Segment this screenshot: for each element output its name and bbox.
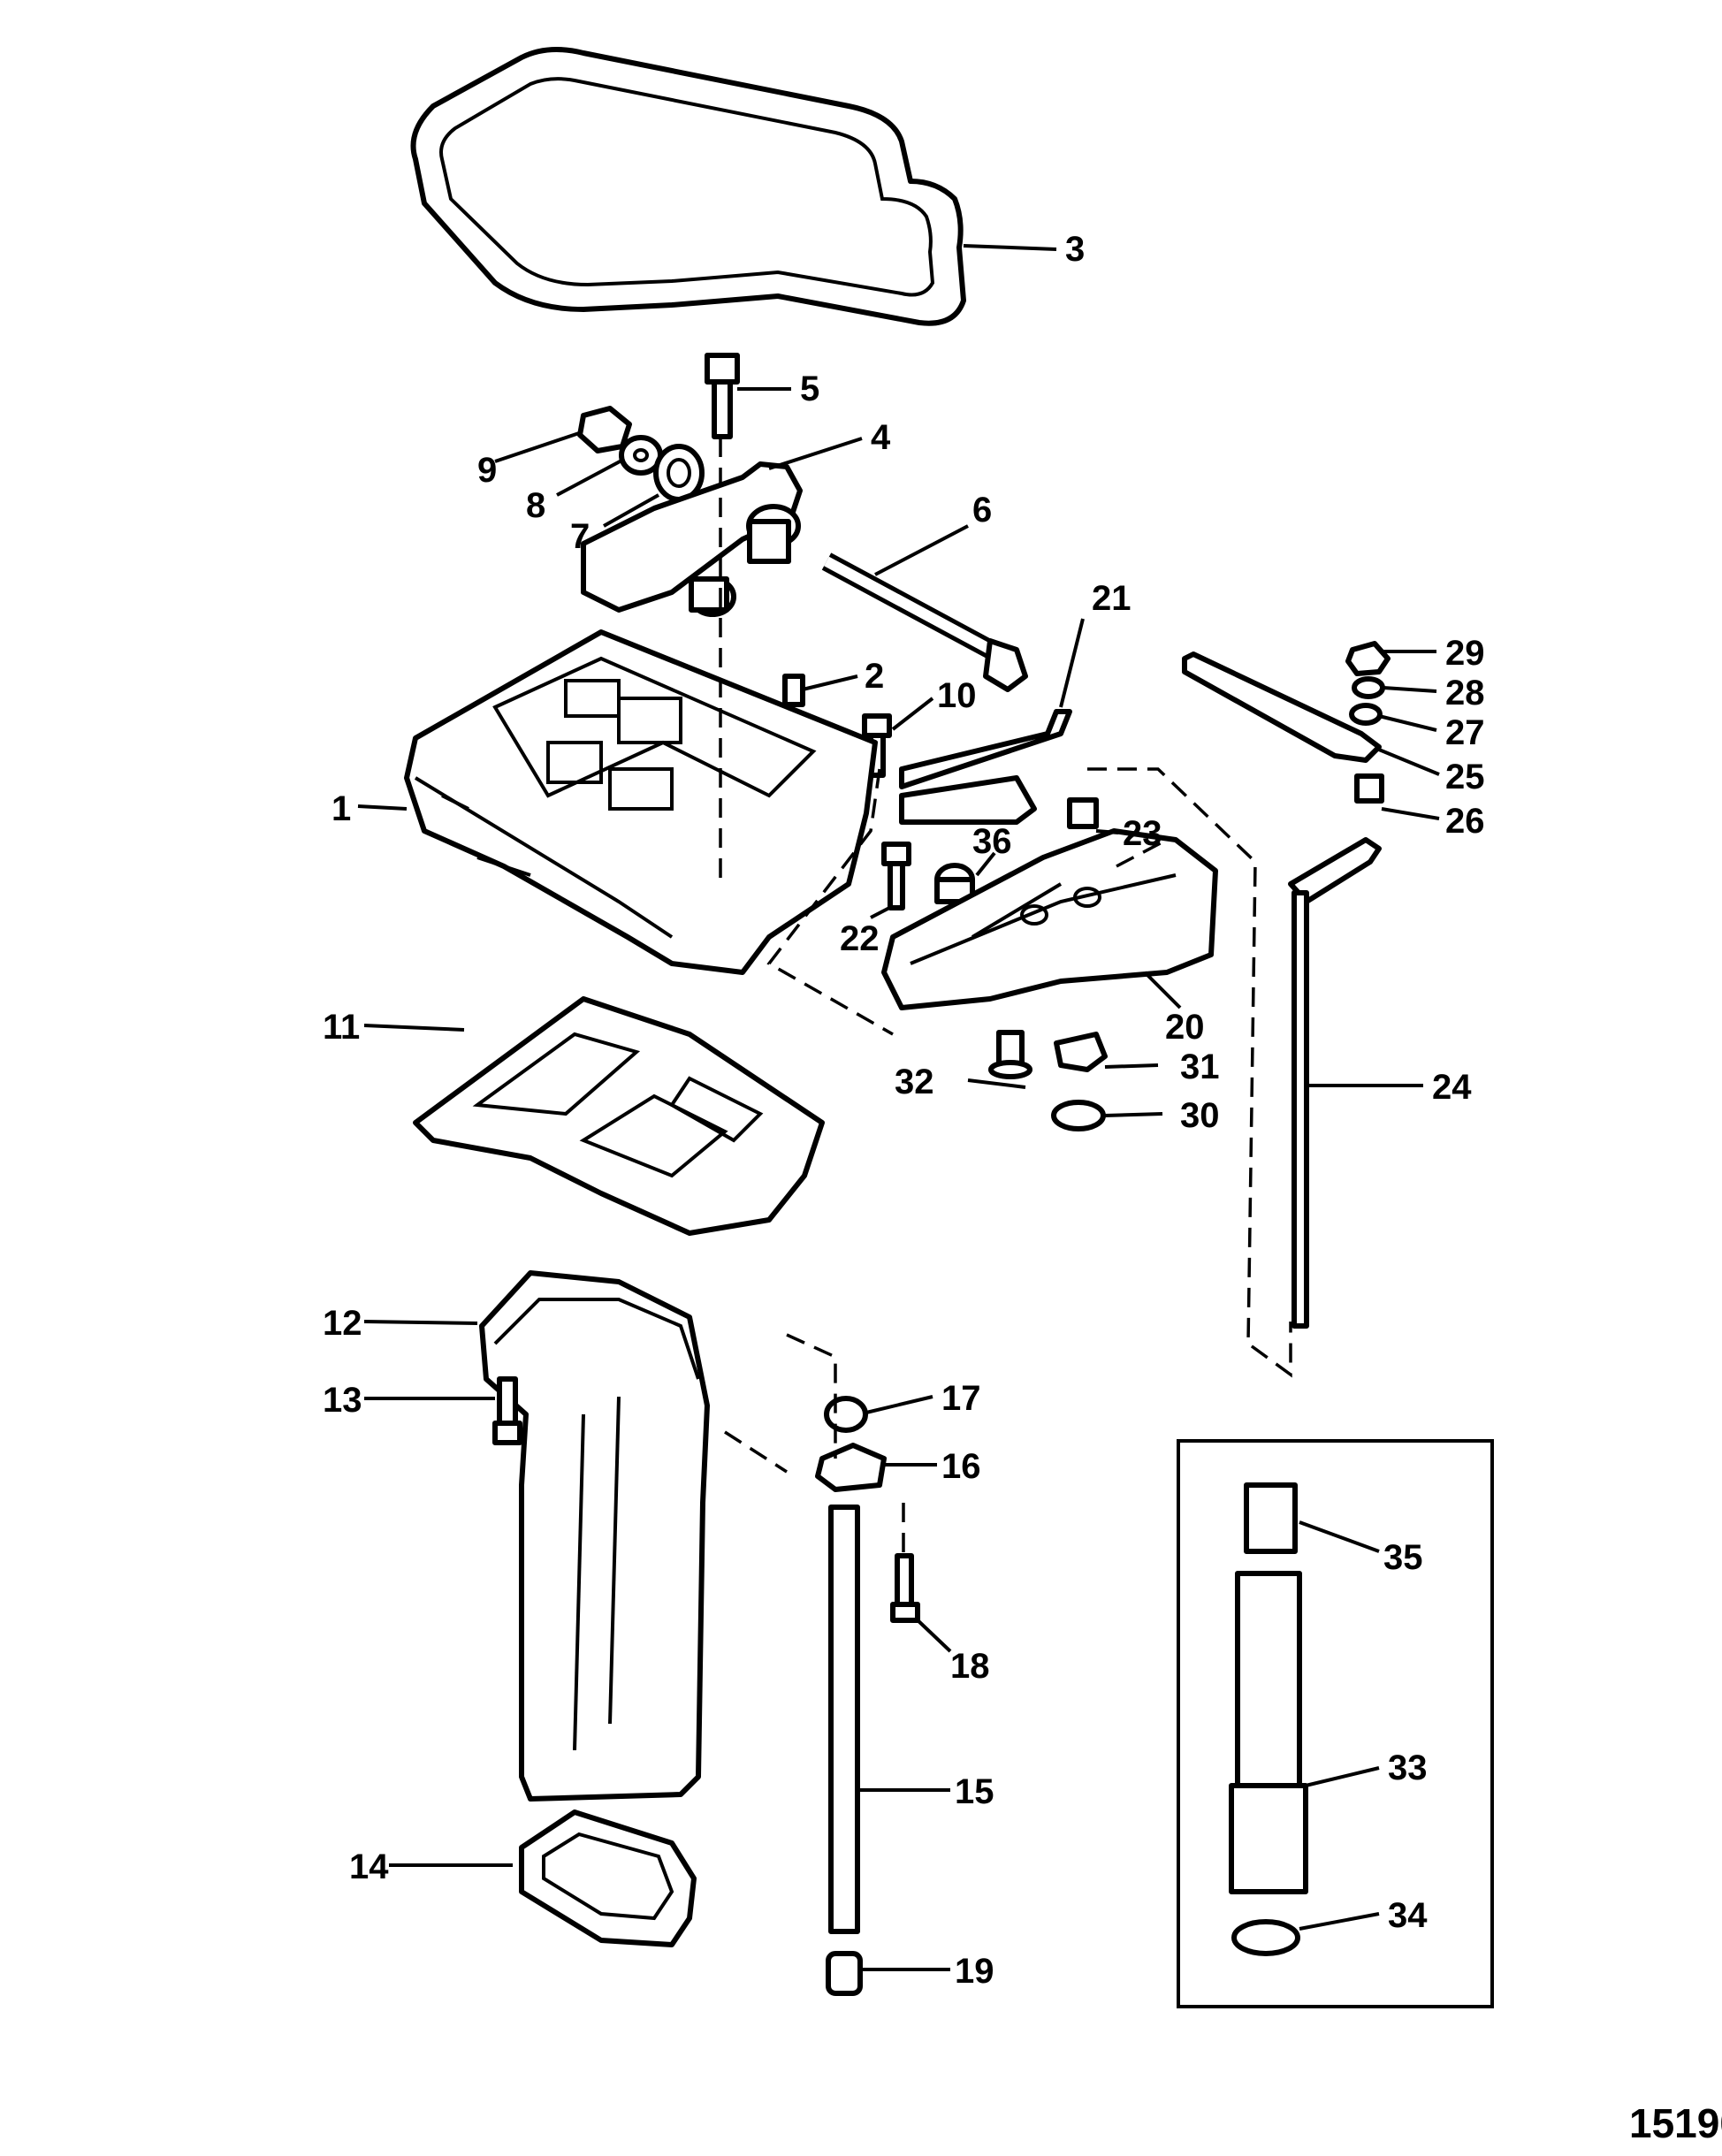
callout-13: 13 [323, 1381, 362, 1420]
part-26-bushing [1354, 773, 1384, 804]
callout-19: 19 [955, 1952, 994, 1991]
callout-33: 33 [1388, 1748, 1428, 1787]
part-14-seal [519, 1809, 697, 1947]
part-5-bolt [705, 353, 740, 439]
part-29-nut [1345, 641, 1391, 676]
part-13-screw [492, 1376, 522, 1445]
part-22-screw [881, 842, 911, 910]
part-4-bracket [581, 461, 803, 617]
part-30-washer [1051, 1100, 1106, 1131]
callout-15: 15 [955, 1772, 994, 1811]
callout-31: 31 [1180, 1048, 1220, 1086]
callout-7: 7 [570, 517, 590, 556]
part-19-grommet [826, 1951, 863, 1996]
figure-number: 15190 [1629, 2100, 1722, 2146]
callout-35: 35 [1383, 1538, 1423, 1577]
callout-9: 9 [477, 451, 497, 490]
leader-lines [357, 244, 1440, 1971]
part-7-seal [653, 444, 705, 502]
callout-3: 3 [1065, 230, 1085, 269]
callout-25: 25 [1445, 758, 1485, 796]
callout-6: 6 [972, 491, 992, 529]
callout-30: 30 [1180, 1096, 1220, 1135]
callout-21: 21 [1092, 579, 1131, 618]
part-35-sleeve [1244, 1482, 1298, 1554]
part-23-bushing [1067, 797, 1099, 829]
callout-27: 27 [1445, 713, 1485, 752]
callout-11: 11 [323, 1008, 360, 1047]
part-12-driveshaft-housing [479, 1270, 710, 1802]
callout-32: 32 [895, 1063, 934, 1101]
part-16-retainer [815, 1443, 887, 1492]
part-20-cover [881, 828, 1218, 1010]
part-15-water-tube [828, 1505, 860, 1934]
part-25-lever [1182, 651, 1382, 763]
part-31-clip [1054, 1032, 1108, 1072]
callout-36: 36 [972, 822, 1012, 861]
part-34-o-ring [1231, 1919, 1300, 1956]
part-17-bushing [824, 1396, 868, 1433]
callout-8: 8 [526, 486, 545, 525]
callout-34: 34 [1388, 1896, 1428, 1935]
part-3-seal-frame [410, 47, 966, 326]
part-21-plate [899, 709, 1072, 825]
callout-16: 16 [941, 1447, 981, 1486]
alignment-lines [719, 438, 1292, 1554]
part-18-screw [890, 1553, 920, 1623]
part-2-dowel [782, 674, 805, 707]
callout-17: 17 [941, 1379, 981, 1418]
inset-box [1177, 1439, 1494, 2008]
callout-22: 22 [840, 919, 880, 958]
callout-14: 14 [349, 1847, 389, 1886]
callout-28: 28 [1445, 674, 1485, 712]
part-1-adapter-plate [404, 629, 878, 975]
callout-24: 24 [1432, 1068, 1472, 1107]
callout-26: 26 [1445, 802, 1485, 841]
callout-20: 20 [1165, 1008, 1205, 1047]
callout-1: 1 [331, 789, 351, 828]
callout-labels: 1 2 3 4 5 6 7 8 9 10 11 12 13 14 15 16 1… [323, 230, 1485, 1991]
part-24-shift-rod [1288, 837, 1382, 1329]
callout-4: 4 [871, 418, 891, 457]
callout-2: 2 [865, 657, 884, 696]
callout-12: 12 [323, 1304, 362, 1343]
part-28-washer [1352, 676, 1385, 699]
callout-5: 5 [800, 369, 819, 408]
part-33-tube [1229, 1571, 1308, 1894]
part-11-gasket [413, 996, 825, 1236]
part-6-long-bolt [821, 552, 1028, 692]
callout-29: 29 [1445, 634, 1485, 673]
callout-18: 18 [950, 1647, 990, 1686]
part-36-grommet [934, 863, 975, 904]
part-9-nut [577, 406, 632, 453]
callout-23: 23 [1123, 814, 1162, 853]
part-32-pin [988, 1030, 1032, 1079]
callout-10: 10 [937, 676, 977, 715]
part-27-clip [1349, 703, 1383, 726]
